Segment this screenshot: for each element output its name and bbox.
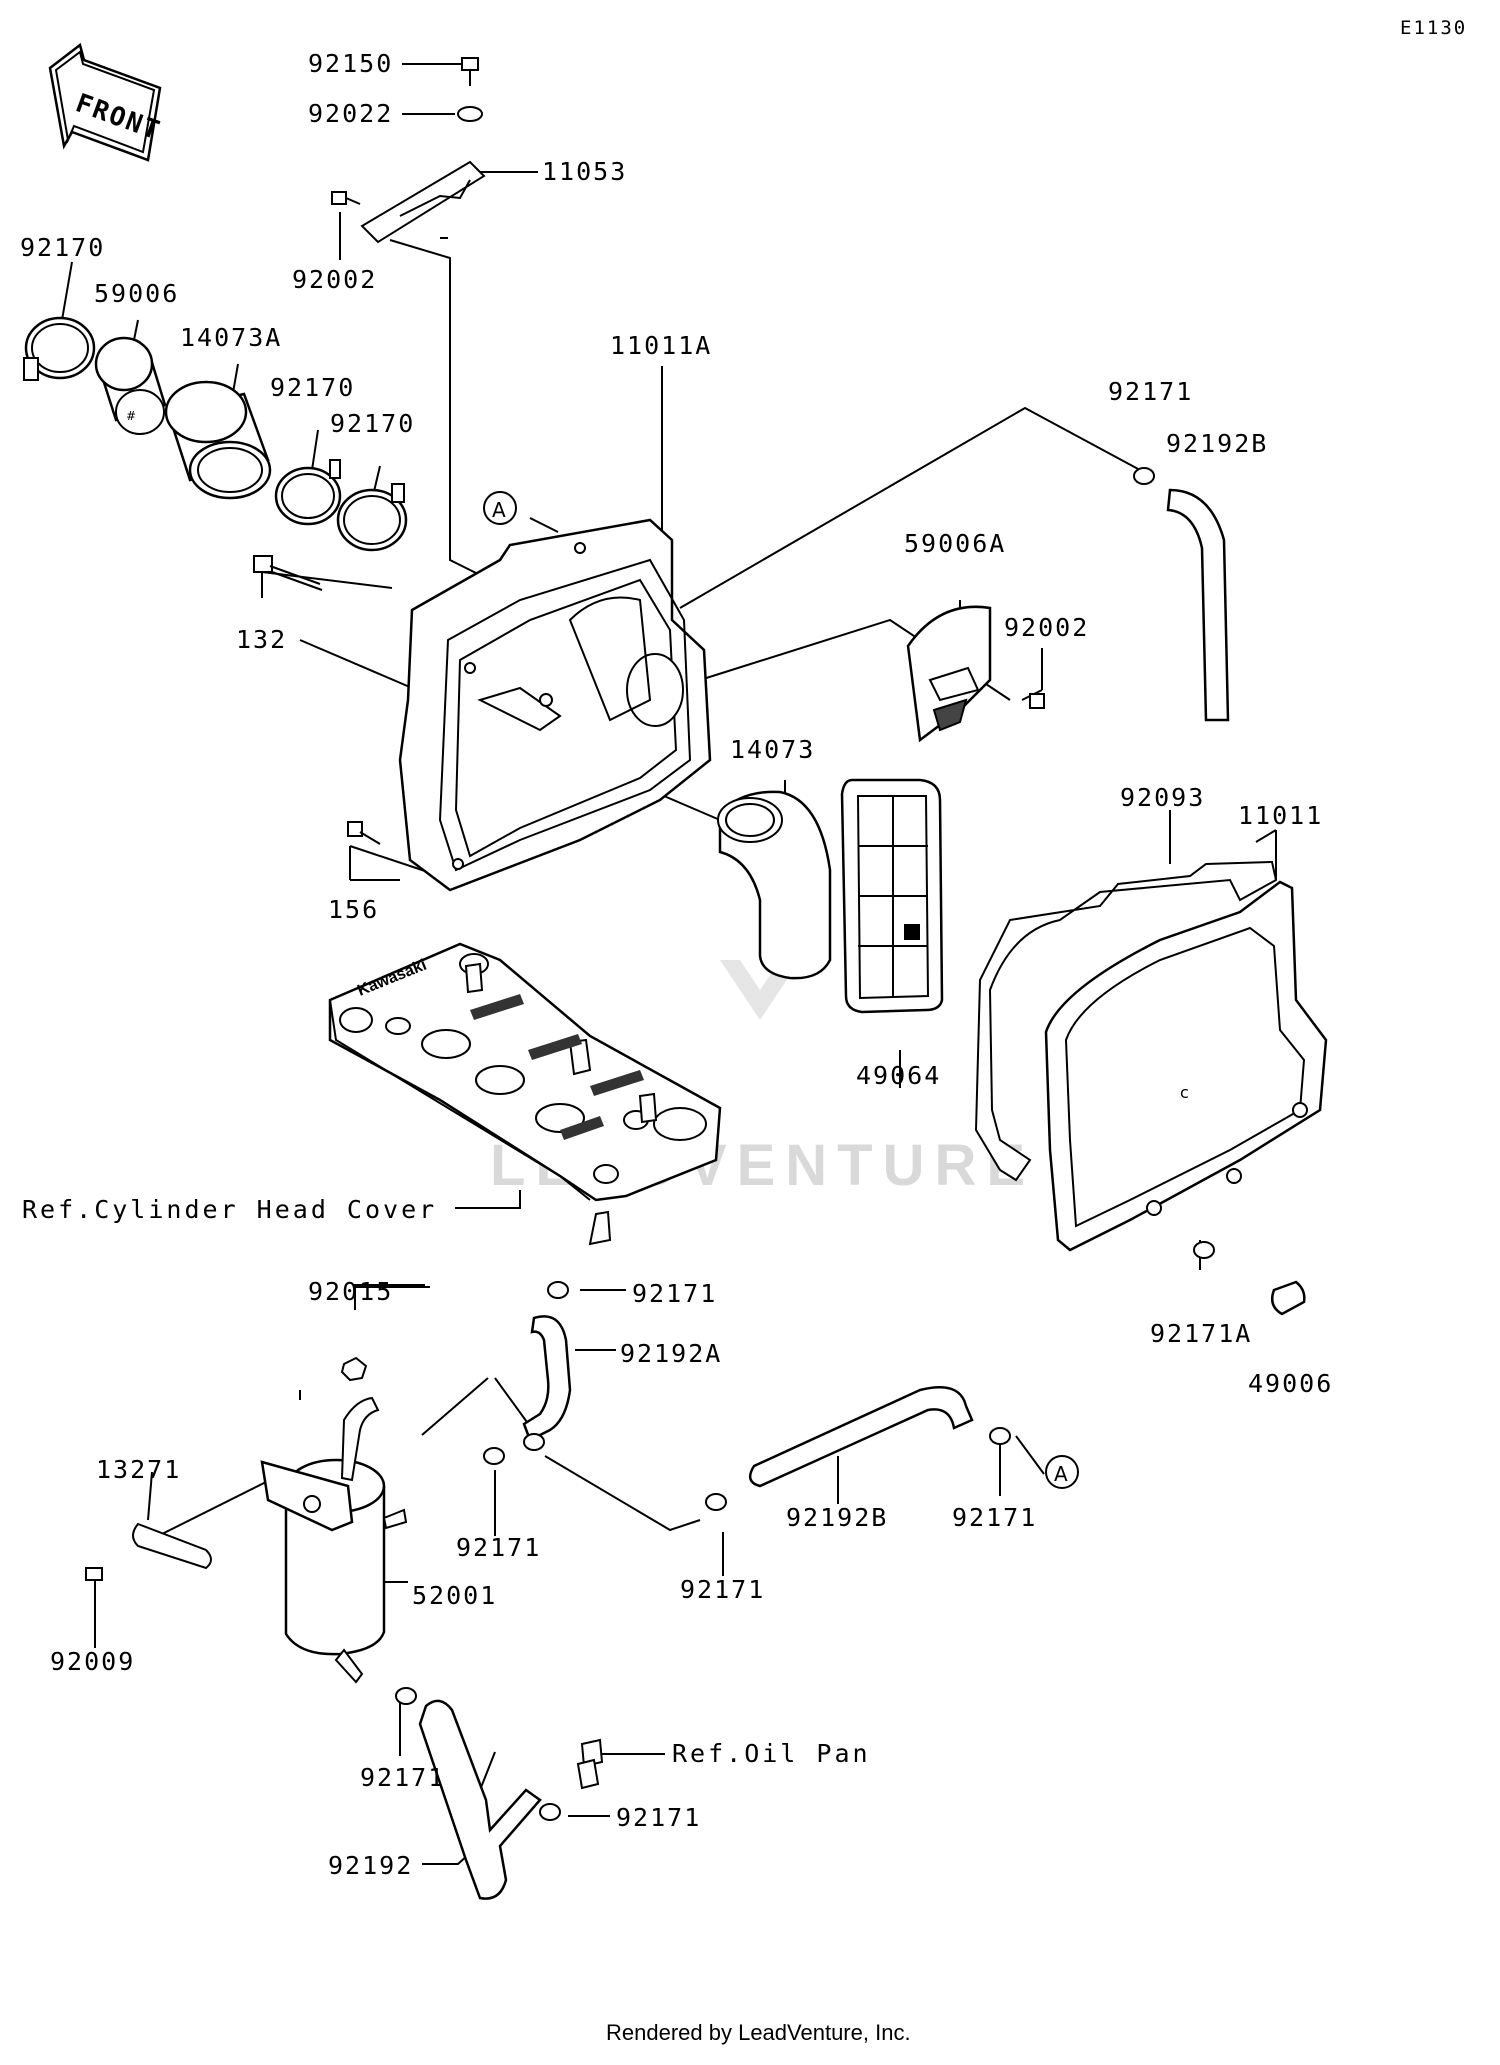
label-92002-right: 92002 xyxy=(1004,613,1089,642)
clamp-92171-sep xyxy=(483,1447,505,1465)
part-labels: 92150 92022 11053 92002 92170 59006 1407… xyxy=(20,49,1333,1880)
cylinder-head-cover: Kawasaki xyxy=(328,942,722,1202)
clamp-92171-g xyxy=(539,1803,561,1821)
elbow-14073 xyxy=(717,790,832,980)
label-92170-right: 92170 xyxy=(330,409,415,438)
bolt-92002-top xyxy=(331,191,361,205)
clamp-92171-a2 xyxy=(523,1433,545,1451)
bolt-132 xyxy=(253,555,323,591)
label-52001: 52001 xyxy=(412,1581,497,1610)
svg-text:A: A xyxy=(1054,1462,1068,1486)
label-132: 132 xyxy=(236,625,287,654)
label-92009: 92009 xyxy=(50,1647,135,1676)
label-92002-top: 92002 xyxy=(292,265,377,294)
gasket-92093 xyxy=(974,860,1278,1182)
label-92171-top: 92171 xyxy=(1108,377,1193,406)
label-13271: 13271 xyxy=(96,1455,181,1484)
label-92171A: 92171A xyxy=(1150,1319,1252,1348)
clamp-92170-right xyxy=(336,483,408,552)
label-11011: 11011 xyxy=(1238,801,1323,830)
label-92150: 92150 xyxy=(308,49,393,78)
label-11011A: 11011A xyxy=(610,331,712,360)
duct-14073A xyxy=(164,380,272,500)
bolt-92009 xyxy=(85,1567,103,1581)
clamp-92170-mid xyxy=(274,459,342,526)
bolt-92002-right xyxy=(1029,693,1045,709)
housing-11011A xyxy=(398,518,712,892)
bracket-13271 xyxy=(132,1522,212,1570)
label-92192B-bottom: 92192B xyxy=(786,1503,888,1532)
clamp-92171A xyxy=(1193,1241,1215,1259)
clamp-92171-vc xyxy=(547,1281,569,1299)
svg-text:A: A xyxy=(492,498,506,522)
label-92171-g: 92171 xyxy=(616,1803,701,1832)
label-92192B-top: 92192B xyxy=(1166,429,1268,458)
label-92015: 92015 xyxy=(308,1277,393,1306)
clamp-92171-e xyxy=(989,1427,1011,1445)
label-92093: 92093 xyxy=(1120,783,1205,812)
clamp-92170-left xyxy=(23,316,96,381)
fitting-valve-cover xyxy=(588,1210,612,1246)
shield-59006A xyxy=(906,605,992,743)
hose-92192A xyxy=(522,1315,572,1442)
fitting-oil-pan xyxy=(576,1738,604,1790)
clamp-92171-top xyxy=(1133,467,1155,485)
label-92171-f: 92171 xyxy=(360,1763,445,1792)
label-92192A: 92192A xyxy=(620,1339,722,1368)
label-92192: 92192 xyxy=(328,1851,413,1880)
callout-a-top: A xyxy=(483,491,517,525)
clamp-92171-d xyxy=(705,1493,727,1511)
label-59006: 59006 xyxy=(94,279,179,308)
label-14073: 14073 xyxy=(730,735,815,764)
label-49006: 49006 xyxy=(1248,1369,1333,1398)
label-92022: 92022 xyxy=(308,99,393,128)
label-11053: 11053 xyxy=(542,157,627,186)
label-59006A: 59006A xyxy=(904,529,1006,558)
label-49064: 49064 xyxy=(856,1061,941,1090)
label-14073A: 14073A xyxy=(180,323,282,352)
ref-cylinder-head-cover: Ref.Cylinder Head Cover xyxy=(22,1195,437,1224)
ref-oil-pan: Ref.Oil Pan xyxy=(672,1739,871,1768)
front-arrow-icon: FRONT xyxy=(48,42,165,162)
bolt-156 xyxy=(347,821,381,845)
clamp-92171-f xyxy=(395,1687,417,1705)
diagram-code: E1130 xyxy=(1400,17,1467,39)
hose-92192 xyxy=(418,1699,542,1900)
svg-text:c: c xyxy=(1180,1083,1189,1102)
duct-59006: # xyxy=(94,336,167,435)
label-92170-left: 92170 xyxy=(20,233,105,262)
cover-11011: c xyxy=(1044,880,1328,1252)
hose-92192B-top xyxy=(1133,467,1230,722)
label-92171-e: 92171 xyxy=(952,1503,1037,1532)
nut-92015 xyxy=(340,1356,368,1382)
bracket-11053 xyxy=(360,160,486,244)
separator-52001 xyxy=(260,1396,408,1684)
label-92171-vc: 92171 xyxy=(632,1279,717,1308)
label-92171-d: 92171 xyxy=(680,1575,765,1604)
filter-49064 xyxy=(840,778,944,1014)
washer-92022 xyxy=(457,106,483,122)
label-92171-sep: 92171 xyxy=(456,1533,541,1562)
label-156: 156 xyxy=(328,895,379,924)
label-92170-mid: 92170 xyxy=(270,373,355,402)
rendered-by: Rendered by LeadVenture, Inc. xyxy=(606,2020,911,2045)
cap-49006 xyxy=(1271,1280,1306,1316)
bolt-92150 xyxy=(461,57,479,86)
callout-a-bottom: A xyxy=(1045,1455,1079,1489)
hose-92192B-bottom xyxy=(748,1386,974,1488)
svg-text:#: # xyxy=(126,409,136,423)
